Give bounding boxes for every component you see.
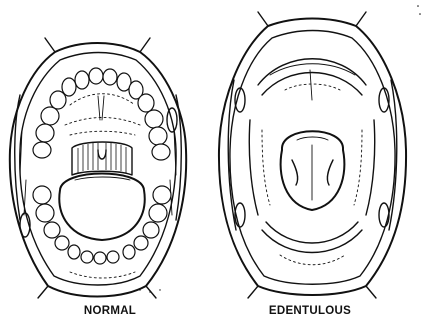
normal-tongue: [59, 174, 144, 241]
caption-edentulous: EDENTULOUS: [245, 305, 375, 317]
normal-throat: [72, 142, 132, 175]
normal-lower-teeth: [33, 186, 171, 264]
edentulous-tongue: [281, 131, 345, 210]
edentulous-inner-lip: [230, 31, 395, 285]
edentulous-outer-lip: [219, 19, 406, 296]
normal-mouth-drawing: [10, 38, 186, 298]
edentulous-mouth-drawing: [219, 12, 406, 298]
normal-upper-teeth: [33, 68, 170, 160]
caption-normal: NORMAL: [45, 305, 175, 317]
